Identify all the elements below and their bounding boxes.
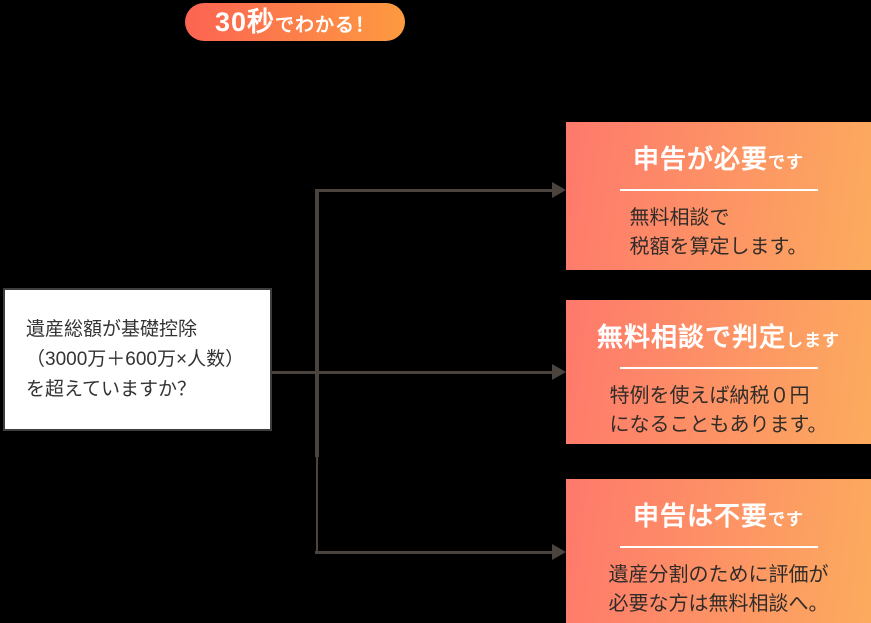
result-title-suffix: です — [768, 510, 804, 529]
result-body-line: 遺産分割のために評価が — [608, 564, 829, 586]
connector-bottom-horizontal — [315, 551, 553, 554]
result-body: 遺産分割のために評価が 必要な方は無料相談へ。 — [566, 561, 871, 619]
badge-text-large: 30秒 — [214, 7, 276, 37]
result-title: 申告が必要です — [566, 139, 871, 176]
result-body-line: 必要な方は無料相談へ。 — [608, 593, 829, 615]
divider — [619, 189, 818, 191]
divider — [619, 546, 818, 548]
result-title: 申告は不要です — [566, 496, 871, 533]
connector-middle-horizontal — [272, 371, 553, 374]
connector-top-horizontal — [315, 189, 553, 192]
result-title-suffix: します — [786, 331, 840, 350]
result-title: 無料相談で判定します — [566, 317, 871, 354]
connector-trunk-upper — [315, 189, 319, 457]
result-box-filing-required: 申告が必要です 無料相談で 税額を算定します。 — [566, 122, 871, 270]
result-body-line: 無料相談で — [629, 207, 730, 229]
arrow-right-icon — [552, 544, 566, 560]
result-title-main: 申告が必要 — [632, 144, 768, 174]
result-title-main: 無料相談で判定 — [596, 322, 786, 352]
result-body-line: 特例を使えば納税０円 — [609, 385, 810, 407]
timer-badge: 30秒 でわかる！ — [185, 3, 405, 41]
result-title-main: 申告は不要 — [632, 501, 768, 531]
question-box: 遺産総額が基礎控除 （3000万＋600万×人数） を超えていますか？ — [3, 288, 272, 431]
arrow-right-icon — [552, 364, 566, 380]
question-line: を超えていますか？ — [26, 378, 197, 400]
result-box-consultation-judgement: 無料相談で判定します 特例を使えば納税０円 になることもあります。 — [566, 300, 871, 444]
connector-trunk-lower — [316, 457, 318, 554]
result-body: 特例を使えば納税０円 になることもあります。 — [566, 382, 871, 440]
divider — [619, 367, 818, 369]
result-body-line: になることもあります。 — [609, 414, 828, 436]
arrow-right-icon — [552, 182, 566, 198]
question-line: （3000万＋600万×人数） — [26, 348, 245, 370]
result-body: 無料相談で 税額を算定します。 — [566, 204, 871, 262]
result-box-filing-not-required: 申告は不要です 遺産分割のために評価が 必要な方は無料相談へ。 — [566, 479, 871, 623]
badge-text-small: でわかる！ — [275, 15, 376, 36]
result-body-line: 税額を算定します。 — [629, 236, 808, 258]
question-line: 遺産総額が基礎控除 — [26, 318, 198, 340]
result-title-suffix: です — [768, 153, 804, 172]
